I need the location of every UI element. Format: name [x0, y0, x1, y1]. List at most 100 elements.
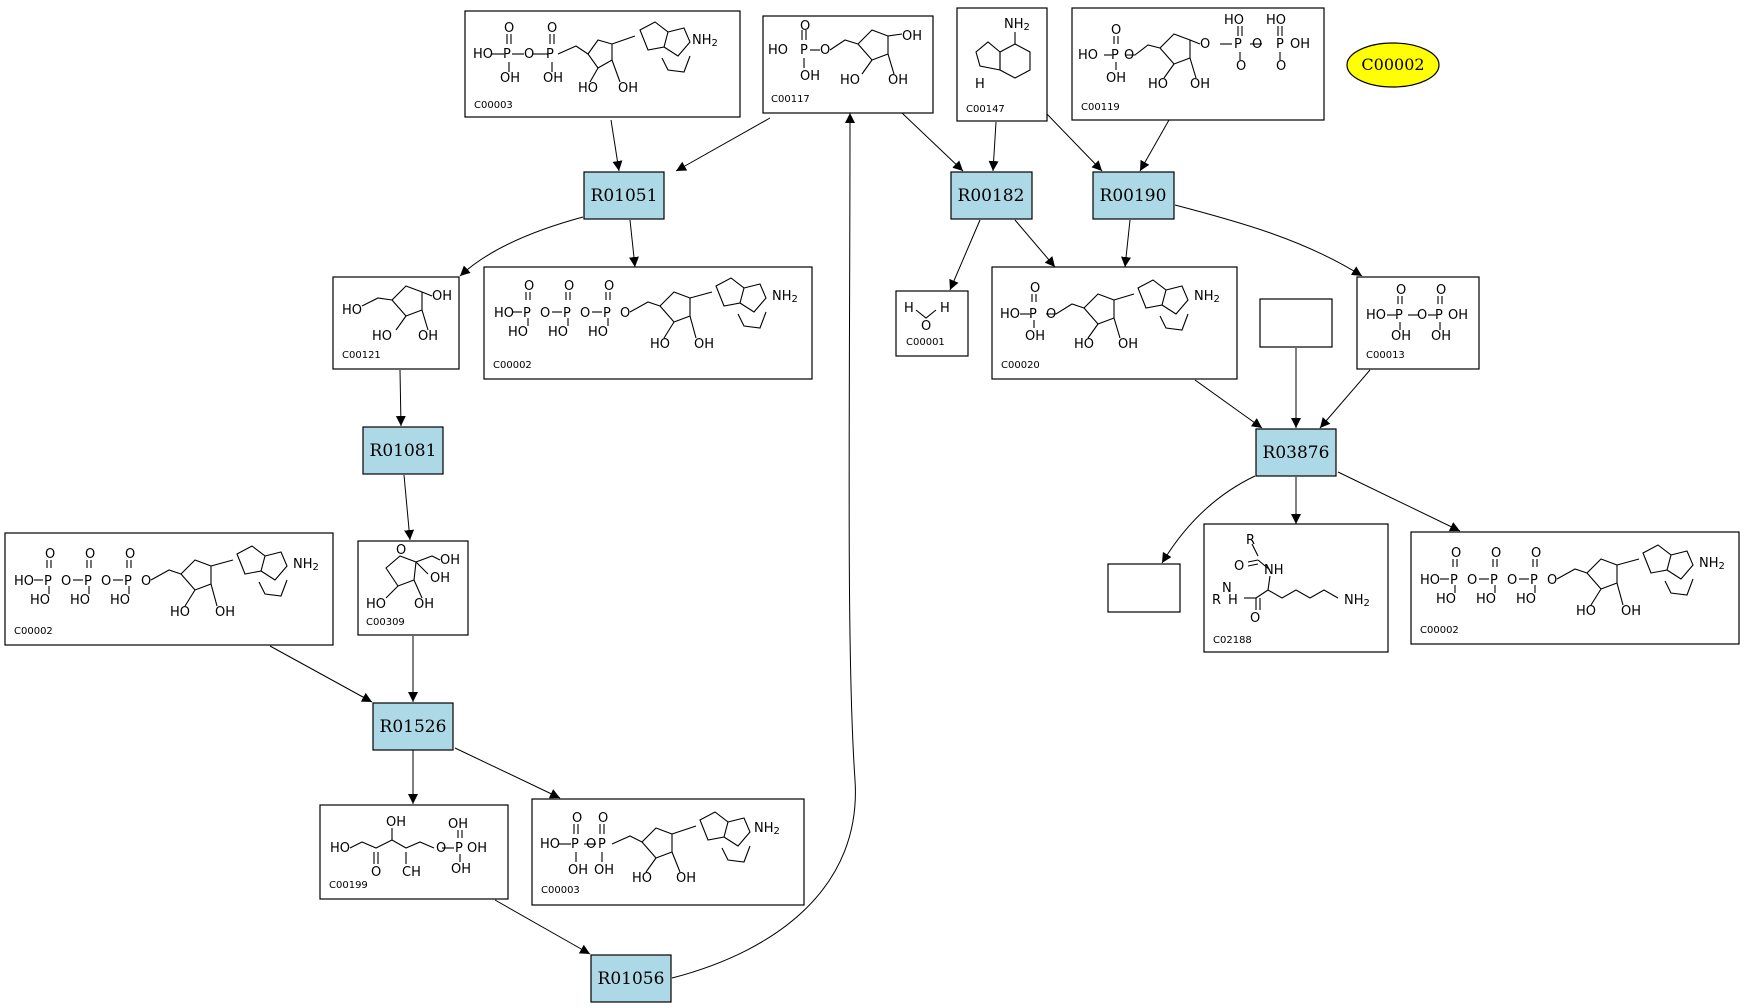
structure-water: H O H	[904, 301, 950, 334]
atom-o: O	[586, 837, 596, 852]
atom-ho: HO	[632, 871, 652, 886]
atom-ch: CH	[402, 865, 421, 880]
compound-c00001[interactable]: H O H C00001	[895, 290, 969, 357]
structure-ribulose-5-phosphate: HO OH O CH O P OH OH OH	[330, 815, 487, 880]
reaction-r00190[interactable]: R00190	[1092, 171, 1175, 220]
edge-r01081-to-c00309	[403, 474, 415, 541]
atom-o: O	[85, 547, 95, 562]
edge-c00147-to-r00182	[988, 121, 999, 172]
atom-o: O	[598, 811, 608, 826]
atom-ho: HO	[30, 593, 50, 608]
compound-c00003-top[interactable]: HO P O OH O P O OH HO OH NH2 C00003	[464, 10, 741, 118]
edge-c00020-to-r03876	[1194, 379, 1263, 429]
atom-p: P	[598, 837, 606, 852]
structure-pyrophosphate: HO P O OH O P OH O OH	[1366, 283, 1468, 344]
compound-c00309[interactable]: O OH OH HO OH C00309	[357, 540, 469, 636]
atom-p: P	[1490, 573, 1498, 588]
atom-oh: OH	[1290, 37, 1310, 52]
compound-c00013[interactable]: HO P O OH O P OH O OH C00013	[1356, 276, 1480, 370]
atom-n: N	[1222, 581, 1232, 596]
atom-o: O	[61, 574, 71, 589]
atom-o: O	[101, 574, 111, 589]
atom-oh: OH	[543, 71, 563, 86]
atom-o: O	[1030, 281, 1040, 296]
reaction-r03876[interactable]: R03876	[1255, 428, 1337, 477]
atom-o: O	[1046, 307, 1056, 322]
compound-label: C00121	[342, 350, 381, 361]
compound-empty-lower[interactable]	[1107, 563, 1181, 613]
compound-label: C00020	[1001, 360, 1040, 371]
atom-o: O	[1276, 59, 1286, 74]
compound-c00020[interactable]: HO P O OH O HO OH NH2 C00020	[991, 266, 1238, 380]
atom-ho: HO	[540, 837, 560, 852]
compound-c00002-right[interactable]: HO P O HO O P O HO O P O HO O HO OH NH2 …	[1410, 531, 1740, 645]
atom-p: P	[1435, 308, 1443, 323]
structure-ribulose: O OH OH HO OH	[366, 543, 460, 612]
edge-r00190-to-c00020	[1121, 219, 1132, 268]
edge-c00002-to-r01526	[269, 645, 373, 703]
atom-o: O	[921, 319, 931, 334]
atom-o: O	[1124, 48, 1134, 63]
compound-c00003-bottom[interactable]: HO P O OH O P O OH HO OH NH2 C00003	[531, 798, 805, 906]
structure-adenine: NH2 H	[975, 17, 1031, 92]
atom-oh: OH	[432, 289, 452, 304]
atom-oh: OH	[467, 841, 487, 856]
atom-ho: HO	[1436, 592, 1456, 607]
structure-amp: HO P O OH O HO OH NH2	[1000, 279, 1220, 352]
structure-atp: HO P O HO O P O HO O P O HO O HO OH NH2	[14, 545, 319, 620]
atom-ho: HO	[170, 605, 190, 620]
atom-o: O	[141, 574, 151, 589]
compound-c00199[interactable]: HO OH O CH O P OH OH OH C00199	[319, 804, 509, 900]
atom-ho: HO	[840, 73, 860, 88]
compound-c02188[interactable]: R O NH N R H O NH2 C02188	[1203, 523, 1389, 653]
reaction-r00182[interactable]: R00182	[950, 171, 1033, 220]
atom-ho: HO	[1078, 48, 1098, 63]
highlight-c00002[interactable]: C00002	[1346, 42, 1440, 88]
atom-o: O	[580, 306, 590, 321]
structure-lysine-derivative: R O NH N R H O NH2	[1212, 533, 1370, 626]
reaction-r01081[interactable]: R01081	[362, 426, 444, 475]
atom-oh: OH	[448, 817, 468, 832]
atom-r: R	[1246, 533, 1255, 548]
atom-ho: HO	[1516, 592, 1536, 607]
atom-oh: OH	[414, 597, 434, 612]
compound-c00002-left[interactable]: HO P O HO O P O HO O P O HO O HO OH NH2 …	[4, 532, 334, 646]
atom-p: P	[1276, 37, 1284, 52]
edge-c00147-to-r00190	[1044, 111, 1103, 172]
atom-oh: OH	[1025, 329, 1045, 344]
compound-empty-upper[interactable]	[1259, 298, 1333, 348]
edge-r01526-to-c00003	[454, 747, 561, 799]
reaction-label: R01051	[591, 186, 658, 206]
atom-ho: HO	[650, 337, 670, 352]
atom-oh: OH	[1106, 71, 1126, 86]
atom-o: O	[800, 19, 810, 34]
atom-ho: HO	[110, 593, 130, 608]
atom-o: O	[1467, 573, 1477, 588]
atom-oh: OH	[568, 863, 588, 878]
reaction-r01056[interactable]: R01056	[590, 954, 672, 1003]
atom-p: P	[1111, 48, 1119, 63]
compound-label: C00013	[1366, 350, 1405, 361]
reaction-r01051[interactable]: R01051	[583, 171, 665, 220]
atom-ho: HO	[1148, 77, 1168, 92]
atom-oh: OH	[440, 553, 460, 568]
reaction-r01526[interactable]: R01526	[372, 702, 454, 751]
atom-o: O	[1252, 37, 1262, 52]
compound-c00147[interactable]: NH2 H C00147	[956, 7, 1048, 122]
compound-c00117[interactable]: HO P O OH O OH HO OH C00117	[762, 15, 934, 114]
atom-p: P	[84, 574, 92, 589]
atom-nh2: NH2	[293, 557, 319, 573]
compound-c00121[interactable]: HO OH HO OH C00121	[332, 276, 460, 370]
compound-c00119[interactable]: HO P O OH O O P HO O O P OH HO O HO OH C…	[1071, 7, 1325, 121]
compound-c00002-middle[interactable]: HO P O HO O P O HO O P O HO O HO OH NH2 …	[483, 266, 813, 380]
atom-ho: HO	[588, 325, 608, 340]
atom-r: R	[1212, 593, 1221, 608]
atom-p: P	[1029, 307, 1037, 322]
structure-prpp: HO P O OH O O P HO O O P OH HO O HO OH	[1078, 13, 1310, 92]
atom-nh2: NH2	[1004, 17, 1030, 33]
edge-c00117-to-r00182	[901, 112, 964, 172]
edge-r01056-to-c00117	[671, 112, 856, 979]
atom-oh: OH	[618, 81, 638, 96]
atom-h: H	[904, 301, 914, 316]
